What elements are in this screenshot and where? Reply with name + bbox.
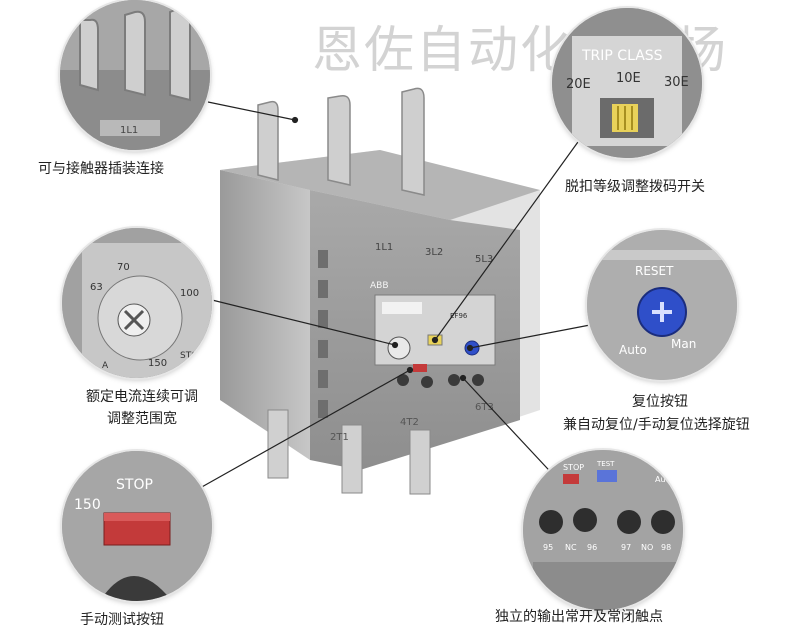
terminal-2T1-label: 2T1 bbox=[330, 432, 349, 443]
reset-label-2: 兼自动复位/手动复位选择旋钮 bbox=[563, 417, 750, 433]
plugin-terminal-tag: 1L1 bbox=[120, 125, 138, 136]
brand-logo: ABB bbox=[370, 281, 389, 291]
contact-nc: NC bbox=[565, 543, 577, 552]
contact-95: 95 bbox=[543, 543, 553, 552]
contact-no: NO bbox=[641, 543, 653, 552]
contacts-label: 独立的输出常开及常闭触点 bbox=[495, 609, 663, 625]
contacts-test: TEST bbox=[596, 460, 615, 468]
terminal-6T3-label: 6T3 bbox=[475, 402, 494, 413]
contact-97: 97 bbox=[621, 543, 631, 552]
dial-scale-63: 63 bbox=[90, 282, 103, 293]
reset-title: RESET bbox=[635, 264, 674, 278]
model-label: EF96 bbox=[450, 312, 468, 320]
reset-manual: Man bbox=[671, 337, 696, 351]
contacts-auto: Auto bbox=[655, 475, 674, 484]
trip-class-label: 脱扣等级调整拨码开关 bbox=[565, 179, 705, 195]
terminal-3L2-label: 3L2 bbox=[425, 247, 443, 258]
trip-class-title: TRIP CLASS bbox=[581, 48, 663, 64]
trip-class-10e: 10E bbox=[616, 71, 641, 86]
contacts-callout: STOP TEST Auto 95 NC 96 97 NO 98 bbox=[523, 450, 683, 610]
overload-relay-illustration: ABB 1L1 3L2 5L3 2T1 4T2 6T3 EF96 bbox=[220, 87, 540, 495]
contacts-stop: STOP bbox=[563, 463, 584, 472]
contact-98: 98 bbox=[661, 543, 671, 552]
contact-96: 96 bbox=[587, 543, 597, 552]
trip-class-20e: 20E bbox=[566, 77, 591, 92]
current-dial-callout: 63 70 100 150 A STOP bbox=[62, 228, 212, 378]
current-dial-label-2: 调整范围宽 bbox=[107, 411, 177, 427]
reset-auto: Auto bbox=[619, 343, 647, 357]
current-dial-label-1: 额定电流连续可调 bbox=[86, 389, 198, 405]
terminal-5L3-label: 5L3 bbox=[475, 254, 493, 265]
terminal-1L1-label: 1L1 bbox=[375, 242, 393, 253]
stop-button-callout: 150 STOP bbox=[62, 451, 212, 601]
dial-scale-70: 70 bbox=[117, 262, 130, 273]
plugin-terminal-callout: 1L1 bbox=[60, 0, 210, 150]
dial-unit: A bbox=[102, 361, 109, 371]
dial-scale-100: 100 bbox=[180, 288, 199, 299]
stop-value: 150 bbox=[74, 497, 101, 513]
stop-button-label: 手动测试按钮 bbox=[80, 612, 164, 628]
trip-class-30e: 30E bbox=[664, 75, 689, 90]
reset-callout: RESET Auto Man bbox=[587, 230, 737, 380]
terminal-4T2-label: 4T2 bbox=[400, 417, 419, 428]
stop-title: STOP bbox=[116, 477, 153, 493]
reset-label-1: 复位按钮 bbox=[632, 394, 688, 410]
plugin-label: 可与接触器插装连接 bbox=[38, 161, 164, 177]
dial-scale-150: 150 bbox=[148, 358, 167, 369]
trip-class-callout: TRIP CLASS 20E 10E 30E bbox=[552, 8, 702, 158]
